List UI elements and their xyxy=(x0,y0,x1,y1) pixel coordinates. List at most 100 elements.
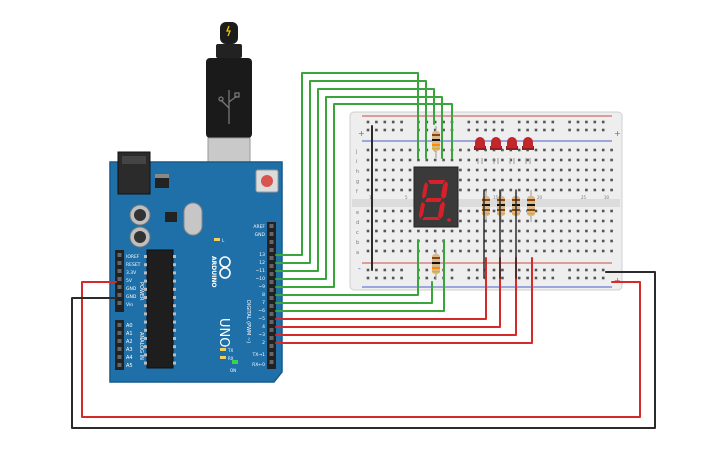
breadboard-hole xyxy=(576,178,580,182)
rail-hole xyxy=(492,268,496,272)
breadboard-hole xyxy=(610,219,613,223)
breadboard-hole xyxy=(601,158,605,162)
breadboard-hole xyxy=(593,249,597,253)
resistor-top[interactable] xyxy=(432,126,440,158)
pin-label: 8 xyxy=(262,292,265,298)
breadboard-hole xyxy=(484,249,487,253)
rail-hole xyxy=(601,276,605,280)
wires xyxy=(71,72,656,429)
breadboard-hole xyxy=(551,239,555,243)
breadboard-hole xyxy=(593,229,597,233)
breadboard-hole xyxy=(559,229,563,233)
breadboard-hole xyxy=(526,239,529,243)
breadboard-hole xyxy=(408,168,412,172)
breadboard-hole xyxy=(593,178,597,182)
breadboard-hole xyxy=(526,188,529,192)
reset-button-cap xyxy=(261,175,273,187)
resistor-band xyxy=(497,213,505,215)
rail-hole xyxy=(593,120,597,124)
rail-plus-label: + xyxy=(358,129,365,138)
breadboard-hole xyxy=(585,239,588,243)
pin-label: 12 xyxy=(259,260,265,266)
breadboard-hole xyxy=(425,158,429,162)
wire-red-pin2[interactable] xyxy=(275,257,533,344)
wire-red-pin3[interactable] xyxy=(275,257,517,336)
breadboard-hole xyxy=(526,229,529,233)
breadboard-hole xyxy=(501,188,504,192)
breadboard-hole xyxy=(391,229,395,233)
board-indicator-leds: L TX RX xyxy=(214,238,234,361)
rail-hole xyxy=(484,120,487,124)
chip-pin xyxy=(173,304,176,308)
wire-green-pin8[interactable] xyxy=(275,239,419,296)
pin-label: 13 xyxy=(259,252,265,258)
breadboard-hole xyxy=(543,178,546,182)
breadboard-hole xyxy=(501,219,504,223)
wire-red-pin4[interactable] xyxy=(275,257,501,328)
breadboard-hole xyxy=(534,168,538,172)
breadboard-hole xyxy=(601,178,605,182)
breadboard-hole xyxy=(568,219,571,223)
wire-green-pin7[interactable] xyxy=(275,281,433,304)
wire-red-pin5[interactable] xyxy=(275,257,487,320)
breadboard-hole xyxy=(391,168,395,172)
resistor-band xyxy=(482,209,490,211)
breadboard-hole xyxy=(543,168,546,172)
seven-segment-display[interactable]: 8 xyxy=(0,0,459,228)
rail-hole xyxy=(433,120,437,124)
on-led-label: ON xyxy=(230,368,236,373)
row-letter: i xyxy=(356,159,357,165)
chip-pin xyxy=(144,287,147,291)
wire-green-pin9[interactable] xyxy=(275,103,453,288)
wire-green-pin11[interactable] xyxy=(275,88,435,272)
breadboard-hole xyxy=(576,229,580,233)
wire-green-pin6[interactable] xyxy=(275,239,445,312)
header-hole xyxy=(117,363,122,367)
pin-label: 7 xyxy=(262,300,265,306)
wire-black-gnd[interactable] xyxy=(71,271,656,429)
digital-header[interactable] xyxy=(267,222,276,369)
wire-green-pin13[interactable] xyxy=(275,72,419,256)
column-number: 25 xyxy=(581,195,587,200)
wire-red-5v[interactable] xyxy=(81,281,641,418)
breadboard-hole xyxy=(492,229,496,233)
breadboard-hole xyxy=(501,158,504,162)
row-letter: c xyxy=(356,230,359,236)
breadboard-hole xyxy=(559,219,563,223)
breadboard-hole xyxy=(509,249,513,253)
breadboard-hole xyxy=(450,158,454,162)
breadboard-hole xyxy=(534,158,538,162)
breadboard-hole xyxy=(551,249,555,253)
rail-hole xyxy=(492,120,496,124)
pin-label: GND xyxy=(126,286,137,292)
small-chip xyxy=(165,212,177,222)
header-hole xyxy=(117,355,122,359)
breadboard-hole xyxy=(492,168,496,172)
breadboard-hole xyxy=(593,168,597,172)
arduino-uno-board[interactable]: IOREF RESET 3.3V 5V GND GND Vin A0 A1 A2… xyxy=(109,22,283,383)
rail-hole xyxy=(517,268,521,272)
rail-hole xyxy=(475,120,479,124)
header-hole xyxy=(269,248,274,252)
breadboard-hole xyxy=(593,239,597,243)
row-letter: g xyxy=(356,179,359,185)
header-hole xyxy=(117,331,122,335)
rail-hole xyxy=(442,128,445,132)
resistor-bottom[interactable] xyxy=(432,250,440,280)
breadboard-hole xyxy=(526,178,529,182)
breadboard-hole xyxy=(375,249,378,253)
analog-header[interactable] xyxy=(115,320,124,370)
wire-green-pin10[interactable] xyxy=(275,96,443,280)
breadboard-hole xyxy=(467,229,471,233)
breadboard-hole xyxy=(383,188,387,192)
wire-green-pin12[interactable] xyxy=(275,80,427,264)
regulator-tab xyxy=(155,174,169,178)
breadboard-hole xyxy=(383,158,387,162)
header-hole xyxy=(269,304,274,308)
rail-plus-label-right: + xyxy=(614,129,621,138)
pin-label: RX←0 xyxy=(252,362,265,368)
led-row[interactable] xyxy=(474,137,534,164)
breadboard-hole xyxy=(450,239,454,243)
analog-section-label: ANALOG IN xyxy=(138,332,144,360)
breadboard-hole xyxy=(467,239,471,243)
